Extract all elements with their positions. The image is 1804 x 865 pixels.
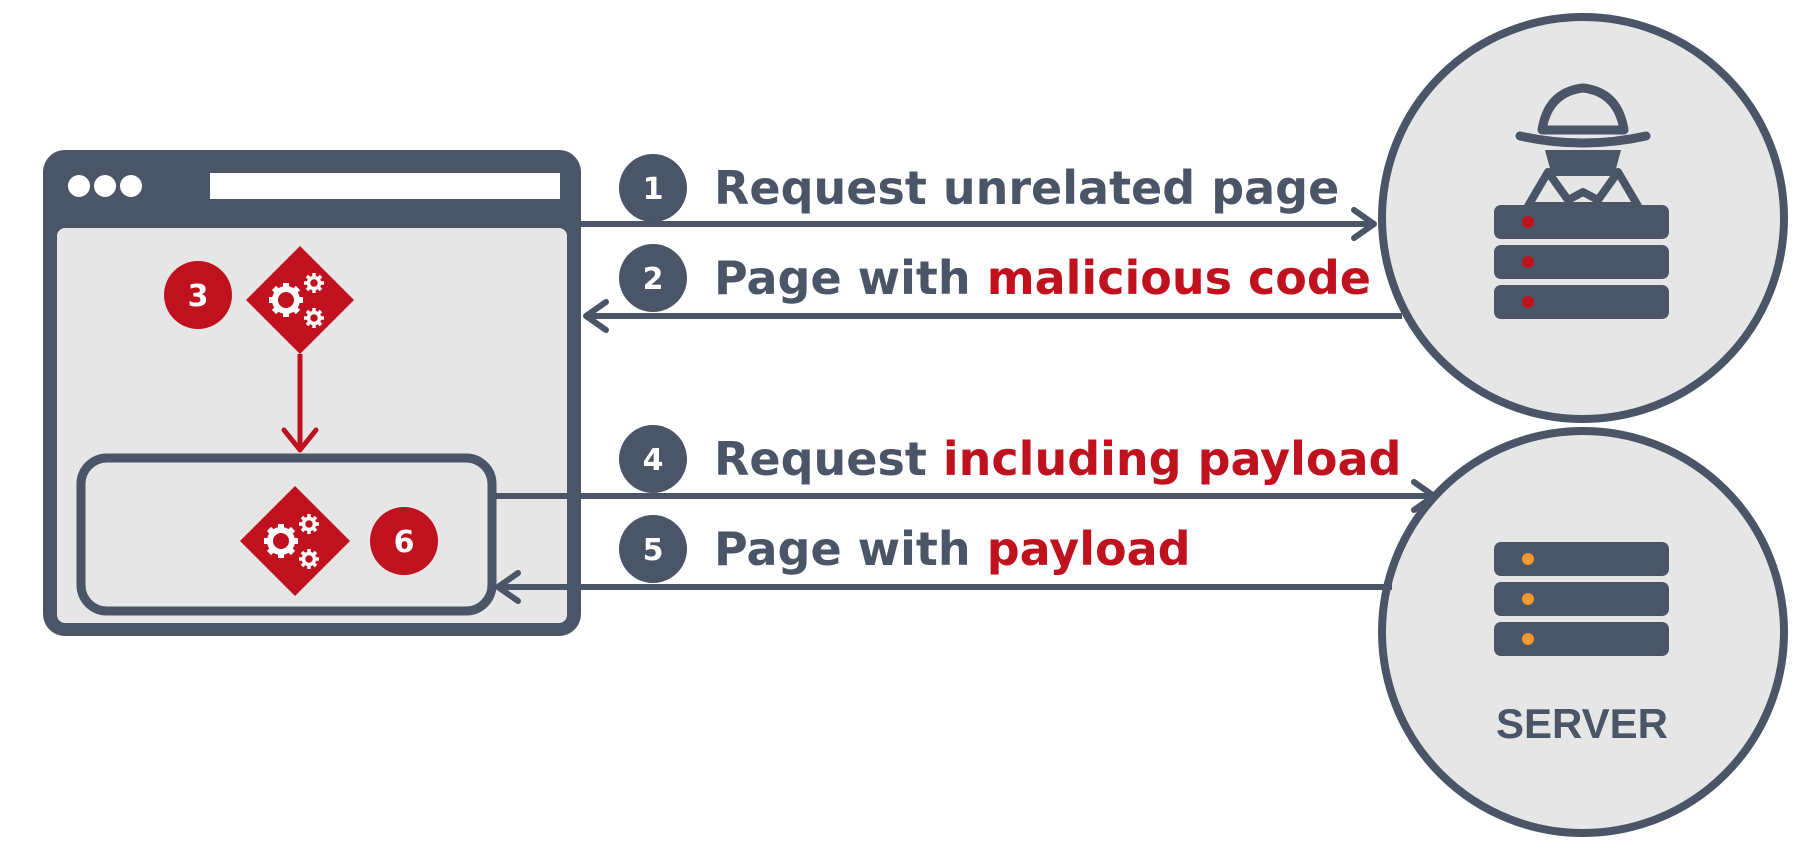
step-3-badge: 3 bbox=[164, 261, 232, 329]
message-1-label: Request unrelated page bbox=[714, 161, 1339, 215]
address-bar bbox=[210, 173, 560, 199]
step-1-badge bbox=[619, 154, 687, 222]
step-5-number: 5 bbox=[643, 533, 664, 568]
step-4-number: 4 bbox=[643, 443, 664, 478]
message-5-label: Page with payload bbox=[714, 522, 1191, 576]
server-node: SERVER bbox=[1378, 427, 1788, 837]
step-6-number: 6 bbox=[394, 525, 415, 560]
server-label: SERVER bbox=[1496, 700, 1668, 747]
message-4: 4 Request including payload bbox=[619, 425, 1401, 493]
step-1-number: 1 bbox=[643, 172, 664, 207]
server-icon bbox=[1494, 542, 1669, 656]
gears-icon bbox=[240, 486, 350, 596]
arrow-4 bbox=[496, 479, 1437, 513]
message-2-label: Page with malicious code bbox=[714, 251, 1371, 305]
step-5-badge bbox=[619, 515, 687, 583]
step-2-number: 2 bbox=[643, 262, 664, 297]
message-1: 1 Request unrelated page bbox=[619, 154, 1339, 222]
server-icon bbox=[1494, 205, 1669, 319]
message-5: 5 Page with payload bbox=[619, 515, 1191, 583]
step-4-badge bbox=[619, 425, 687, 493]
arrow-1 bbox=[581, 207, 1377, 241]
step-2-badge bbox=[619, 244, 687, 312]
arrow-5 bbox=[495, 570, 1392, 604]
browser-window: 3 6 bbox=[43, 150, 581, 636]
gears-icon bbox=[246, 246, 354, 354]
arrow-2 bbox=[583, 299, 1402, 333]
window-dots-icon bbox=[68, 175, 142, 197]
message-2: 2 Page with malicious code bbox=[619, 244, 1371, 312]
spy-icon bbox=[1515, 83, 1651, 210]
step-3-number: 3 bbox=[188, 279, 209, 314]
message-4-label: Request including payload bbox=[714, 432, 1401, 486]
attacker-node bbox=[1378, 13, 1788, 423]
execution-arrow bbox=[281, 354, 319, 453]
step-6-badge: 6 bbox=[370, 507, 438, 575]
